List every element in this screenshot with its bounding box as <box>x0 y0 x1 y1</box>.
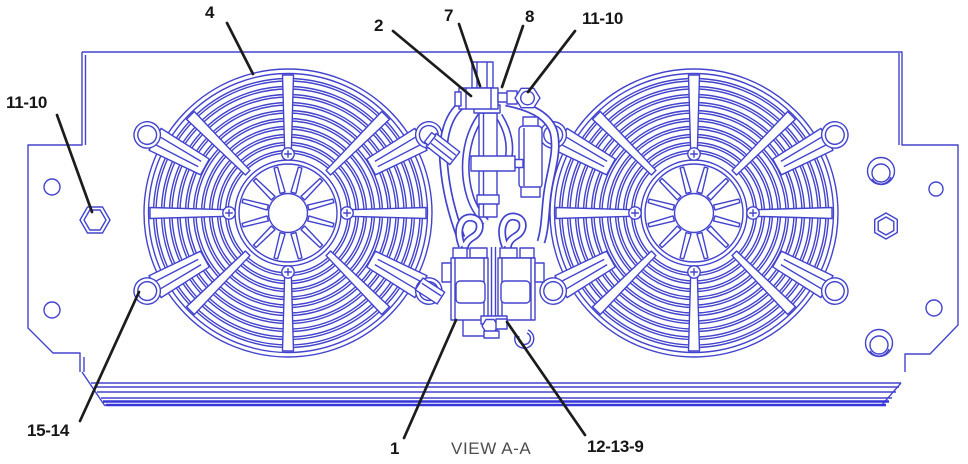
leader-1 <box>402 318 458 440</box>
callout-15-14: 15-14 <box>27 421 69 440</box>
hose-clamp-upper <box>423 131 461 166</box>
hose-hooks <box>455 212 527 251</box>
callout-7: 7 <box>444 6 454 25</box>
right-fan <box>535 69 853 357</box>
mounting-plate-outline <box>27 51 959 372</box>
view-title: VIEW A-A <box>451 439 532 458</box>
blueprint-linework <box>27 51 959 407</box>
center-pipe <box>470 104 524 218</box>
hose-clamp-lower <box>414 277 446 305</box>
plate-holes-left <box>43 178 111 319</box>
valve-hose-assembly <box>414 61 560 349</box>
leader-lines <box>55 21 587 440</box>
plate-holes-right <box>864 156 944 358</box>
valve-blocks <box>441 247 545 349</box>
callout-4: 4 <box>205 3 215 22</box>
leader-11-10-top <box>526 29 577 94</box>
accumulator <box>518 116 543 198</box>
leader-15-14 <box>78 290 141 423</box>
top-fitting-group <box>454 61 541 110</box>
callout-8: 8 <box>525 7 535 26</box>
callout-11-10-top: 11-10 <box>582 9 624 28</box>
bottom-support-bar <box>81 371 902 407</box>
leader-2 <box>391 29 473 98</box>
leader-8 <box>500 24 525 89</box>
callout-12-13-9: 12-13-9 <box>587 437 644 456</box>
callout-11-10-left: 11-10 <box>6 93 48 112</box>
leader-7 <box>457 22 482 88</box>
callout-2: 2 <box>374 16 384 35</box>
leader-4 <box>225 21 255 76</box>
valve-block-left <box>441 247 489 321</box>
valve-block-right <box>497 247 545 321</box>
bottom-fitting-stack <box>480 315 508 339</box>
left-fan <box>129 69 447 357</box>
callout-1: 1 <box>390 439 400 458</box>
leader-11-10-left <box>55 113 94 214</box>
leader-12-13-9 <box>505 320 587 437</box>
